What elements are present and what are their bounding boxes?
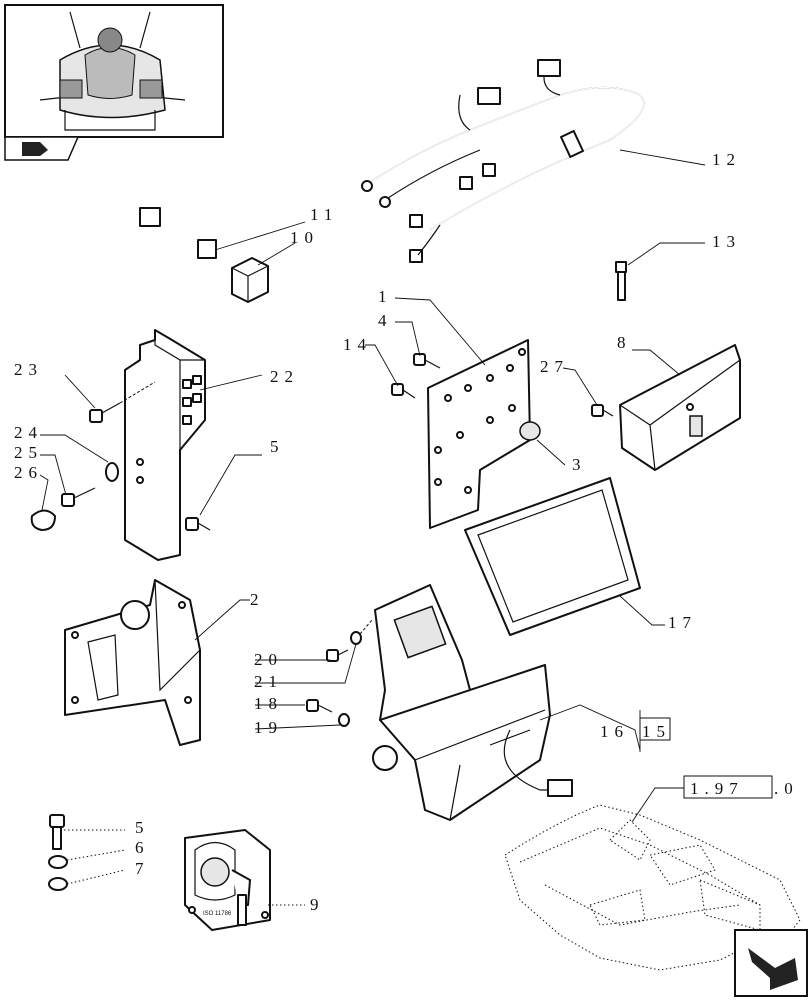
callout-14: 14	[343, 335, 372, 354]
tractor-cab-inset-icon[interactable]	[4, 4, 224, 138]
joystick-console	[372, 584, 573, 821]
bolt-27	[591, 404, 614, 417]
bolt-5a	[185, 517, 211, 531]
iso-socket-9: ISO 11786	[184, 829, 271, 931]
nav-arrow-icon[interactable]	[4, 136, 80, 161]
display-monitor-17	[464, 477, 641, 636]
callout-21: 21	[254, 672, 283, 691]
nut-6	[48, 855, 68, 869]
bolt-5b	[49, 814, 65, 850]
callout-23: 23	[14, 360, 43, 379]
reference-label[interactable]: 1.97	[690, 779, 744, 798]
callout-1: 1	[378, 287, 393, 306]
bolt-25	[61, 487, 96, 507]
cab-floor-context	[504, 804, 801, 971]
bolt-20	[326, 649, 349, 662]
callout-11: 11	[310, 205, 338, 224]
callout-6: 6	[135, 838, 150, 857]
bolt-13	[615, 261, 627, 301]
callout-10: 10	[290, 228, 319, 247]
callout-26: 26	[14, 463, 43, 482]
callout-7: 7	[135, 859, 150, 878]
callout-22: 22	[270, 367, 299, 386]
reference-suffix: .0	[774, 779, 799, 798]
control-unit-8	[619, 344, 741, 471]
bolt-14	[391, 383, 416, 399]
washer-21	[350, 619, 373, 645]
next-page-arrow-icon[interactable]	[734, 929, 808, 997]
callout-20: 20	[254, 650, 283, 669]
callout-12: 12	[712, 150, 741, 169]
callout-16: 16	[600, 722, 629, 741]
iso-plate-text: ISO 11786	[203, 911, 232, 917]
callout-18: 18	[254, 694, 283, 713]
washer-24	[105, 462, 119, 482]
callout-17: 17	[668, 613, 697, 632]
reference-box[interactable]	[683, 775, 773, 799]
bracket-22	[124, 329, 206, 561]
callout-25: 25	[14, 443, 43, 462]
jumper-cable	[139, 207, 217, 273]
callout-19: 19	[254, 718, 283, 737]
callout-15-box	[639, 717, 671, 741]
bolt-4	[413, 353, 441, 369]
washer-19	[338, 713, 350, 727]
mounting-plate-1	[427, 339, 531, 529]
callout-9: 9	[310, 895, 325, 914]
callout-2: 2	[250, 590, 265, 609]
washer-7	[48, 877, 68, 891]
callout-5-lower: 5	[135, 818, 150, 837]
callout-15: 15	[642, 722, 671, 741]
callout-4: 4	[378, 311, 393, 330]
cap-26	[30, 509, 56, 531]
callout-8: 8	[617, 333, 632, 352]
bolt-23	[89, 381, 156, 423]
bolt-18	[306, 699, 333, 713]
grommet-3	[519, 421, 541, 441]
callout-24: 24	[14, 423, 43, 442]
callout-3: 3	[572, 455, 587, 474]
relay	[231, 257, 269, 303]
wiring-harness	[361, 59, 645, 263]
callout-5-upper: 5	[270, 437, 285, 456]
callout-13: 13	[712, 232, 741, 251]
bracket-2	[64, 579, 201, 746]
callout-27: 27	[540, 357, 569, 376]
